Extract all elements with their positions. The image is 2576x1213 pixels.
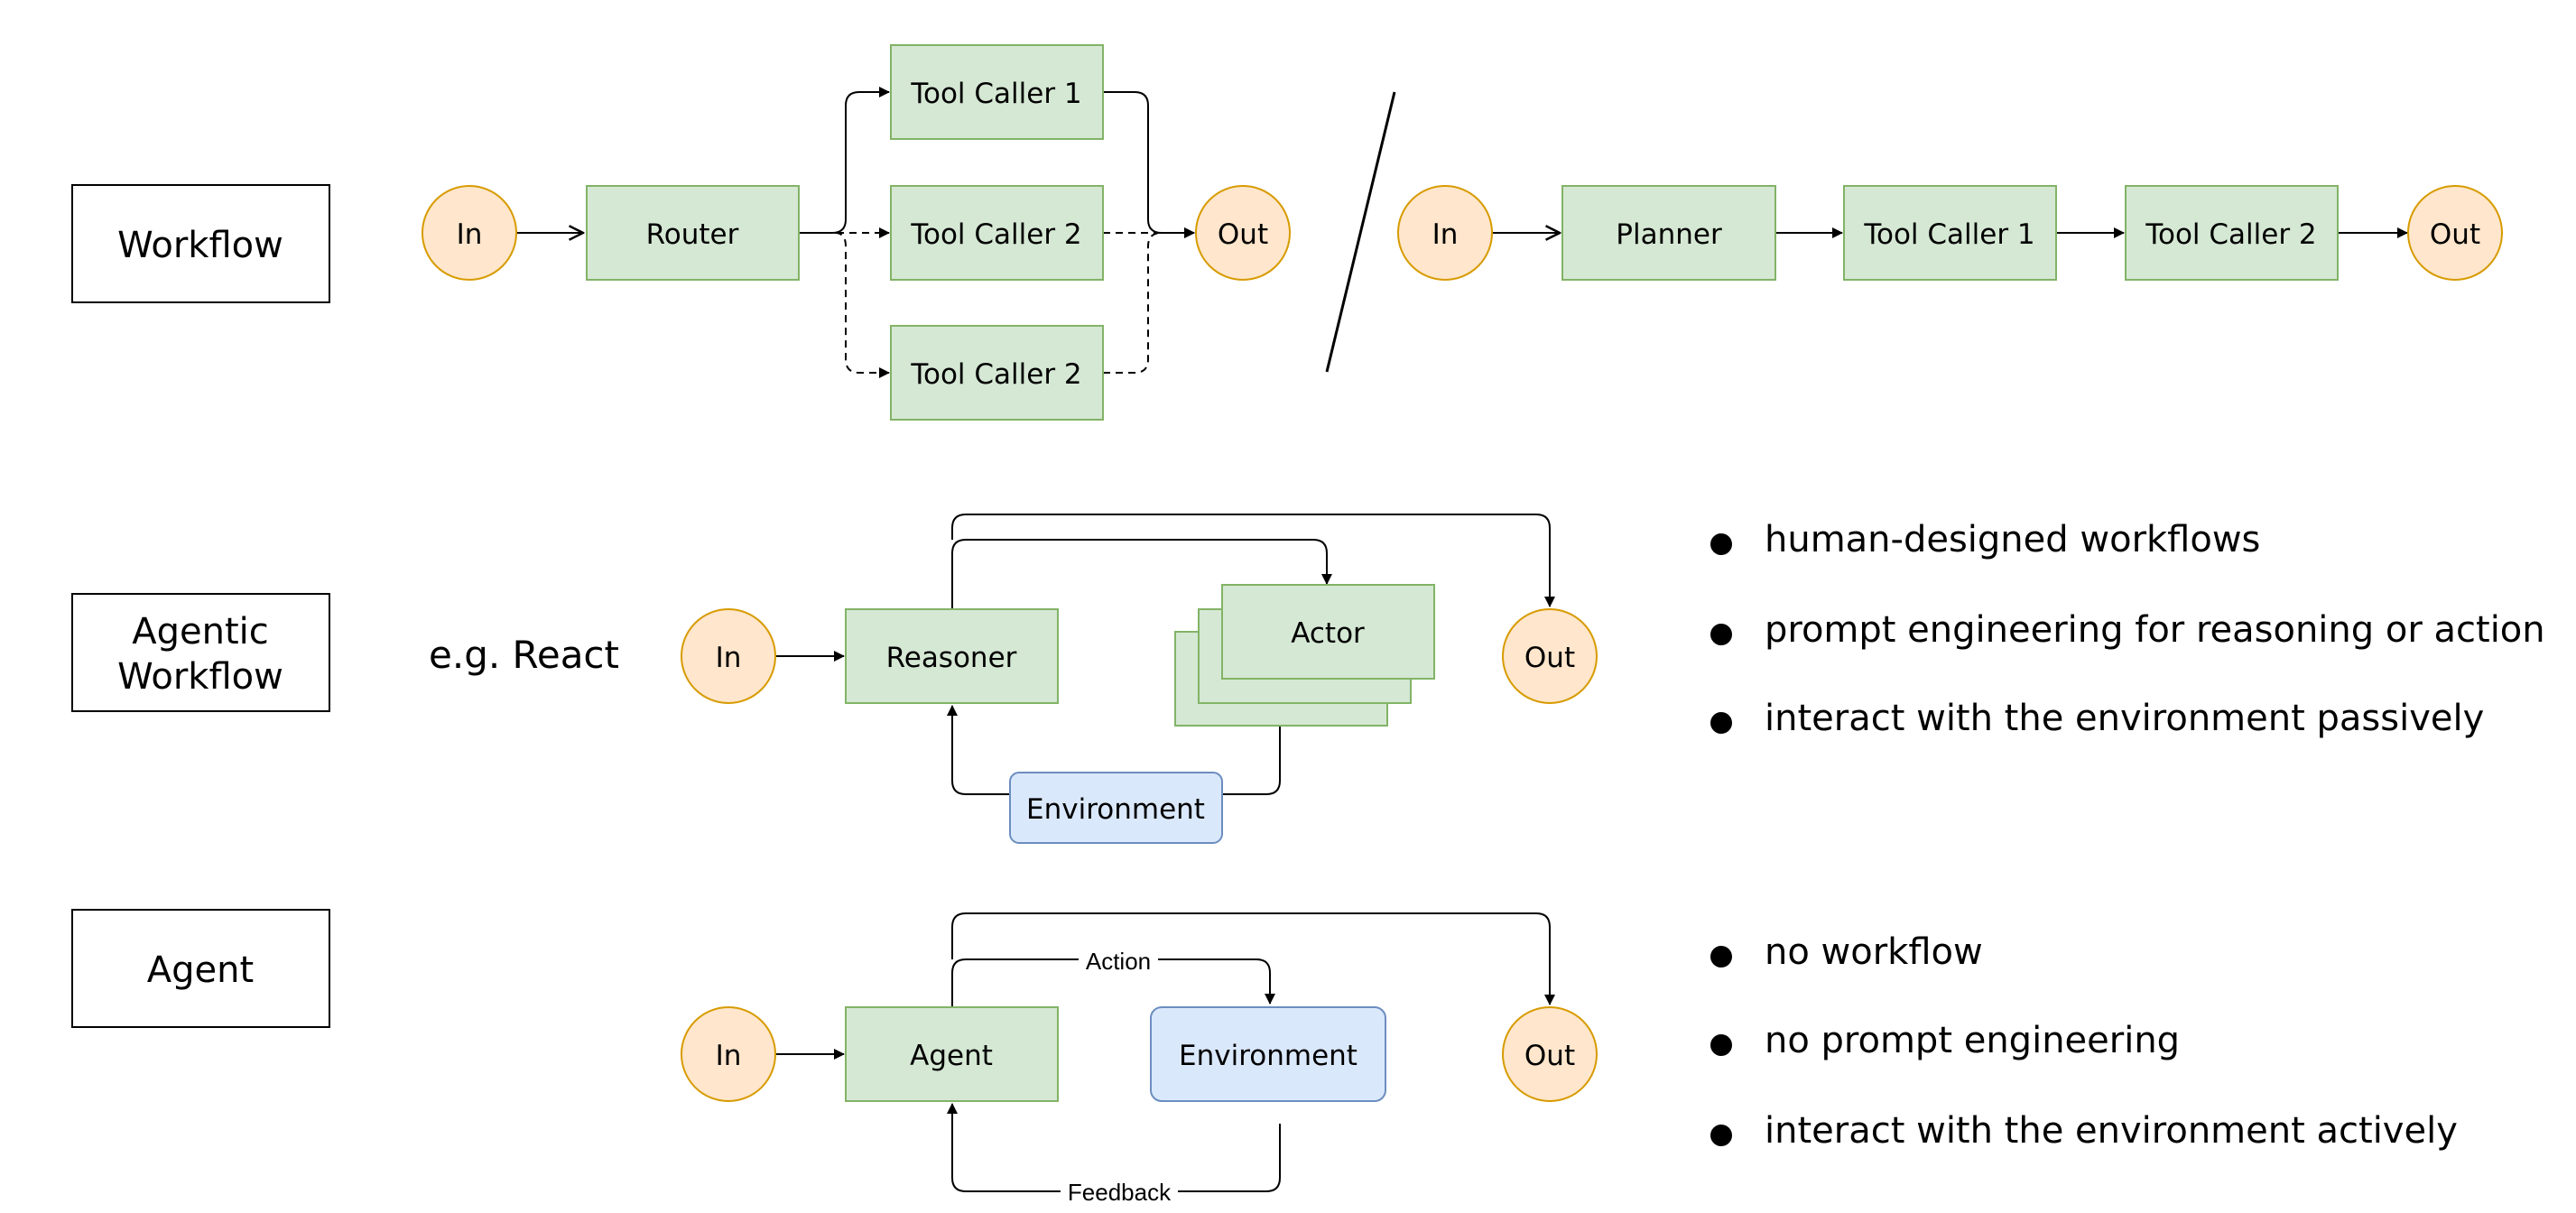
edge-agent-out — [951, 912, 1555, 1005]
workflow-out-node: Out — [1195, 185, 1291, 281]
edge-router-tool2b — [834, 232, 890, 378]
row-label-agent-text: Agent — [147, 949, 254, 991]
edge-router-tool1 — [799, 87, 890, 234]
action-label: Action — [1086, 948, 1151, 975]
seq-tool-caller-1-node: Tool Caller 1 — [1843, 185, 2057, 281]
planner-node: Planner — [1561, 185, 1776, 281]
actor-card-front — [1221, 584, 1435, 680]
tool-caller-2b-node: Tool Caller 2 — [890, 325, 1104, 421]
agent-in-label: In — [716, 1040, 742, 1072]
tool-caller-2b-label: Tool Caller 2 — [910, 358, 1081, 391]
tool-caller-1-label: Tool Caller 1 — [910, 78, 1081, 110]
actor-label: Actor — [1291, 617, 1365, 650]
actor-stack: Actor — [1174, 584, 1435, 727]
reasoner-node: Reasoner — [845, 608, 1059, 704]
divider-slash — [1325, 91, 1396, 373]
seq-tool-caller-2-label: Tool Caller 2 — [2145, 218, 2316, 251]
agent-environment-node: Environment — [1150, 1006, 1386, 1102]
workflow-in-node: In — [422, 185, 517, 281]
agent-node: Agent — [845, 1006, 1059, 1102]
bullet-item: no prompt engineering — [1765, 1020, 2180, 1061]
tool-caller-2-label: Tool Caller 2 — [910, 218, 1081, 251]
agentic-in-node: In — [681, 608, 776, 704]
bullet-dot — [1710, 1125, 1732, 1146]
row-label-agentic-line2: Workflow — [117, 656, 283, 698]
agentic-environment-node: Environment — [1009, 772, 1223, 844]
agent-out-label: Out — [1524, 1040, 1575, 1072]
edge-reasoner-actor — [951, 539, 1332, 609]
row-label-workflow-text: Workflow — [117, 225, 283, 266]
bullet-item: prompt engineering for reasoning or acti… — [1765, 609, 2545, 651]
edge-environment-reasoner — [947, 705, 1009, 795]
feedback-label-group: Feedback — [1061, 1179, 1178, 1206]
router-label: Router — [646, 218, 739, 251]
edge-actor-environment — [1223, 727, 1281, 795]
bullet-item: interact with the environment passively — [1765, 698, 2484, 739]
agent-in-node: In — [681, 1006, 776, 1102]
row-label-workflow: Workflow — [71, 184, 330, 303]
agentic-out-label: Out — [1524, 642, 1575, 674]
row-label-agentic-line1: Agentic — [132, 611, 269, 653]
seq-out-node: Out — [2407, 185, 2503, 281]
bullet-item: interact with the environment actively — [1765, 1110, 2458, 1152]
seq-in-node: In — [1397, 185, 1493, 281]
bullet-item: human-designed workflows — [1765, 519, 2260, 560]
bullet-item: no workflow — [1765, 931, 1983, 973]
seq-tool-caller-1-label: Tool Caller 1 — [1863, 218, 2034, 251]
agent-out-node: Out — [1502, 1006, 1598, 1102]
tool-caller-2-node: Tool Caller 2 — [890, 185, 1104, 281]
feedback-label: Feedback — [1068, 1179, 1172, 1206]
bullet-dot — [1710, 1034, 1732, 1056]
workflow-in-label: In — [457, 218, 483, 251]
bullet-dot — [1710, 533, 1732, 555]
agentic-environment-label: Environment — [1026, 793, 1205, 826]
row-label-agent: Agent — [71, 909, 330, 1028]
action-label-group: Action — [1079, 948, 1158, 975]
seq-out-label: Out — [2430, 218, 2480, 251]
example-react-label: e.g. React — [429, 633, 619, 677]
router-node: Router — [586, 185, 800, 281]
reasoner-label: Reasoner — [886, 642, 1017, 674]
workflow-out-label: Out — [1218, 218, 1268, 251]
seq-in-label: In — [1432, 218, 1459, 251]
planner-label: Planner — [1616, 218, 1722, 251]
agent-label: Agent — [910, 1040, 993, 1072]
agentic-edges — [776, 514, 1555, 795]
seq-tool-caller-2-node: Tool Caller 2 — [2125, 185, 2339, 281]
edge-reasoner-out — [951, 514, 1555, 607]
agentic-in-label: In — [716, 642, 742, 674]
edge-tool2b-out — [1103, 232, 1163, 374]
bullet-dot — [1710, 946, 1732, 968]
bullet-dot — [1710, 624, 1732, 645]
agent-environment-label: Environment — [1179, 1040, 1357, 1072]
agent-bullet-list: no workflow no prompt engineering intera… — [1710, 931, 2458, 1152]
tool-caller-1-node: Tool Caller 1 — [890, 44, 1104, 140]
row-label-agentic-workflow: Agentic Workflow — [71, 593, 330, 712]
agentic-bullet-list: human-designed workflows prompt engineer… — [1710, 519, 2545, 739]
bullet-dot — [1710, 712, 1732, 734]
workflow-edges — [516, 87, 1195, 378]
agentic-out-node: Out — [1502, 608, 1598, 704]
edge-tool1-out — [1103, 91, 1195, 238]
